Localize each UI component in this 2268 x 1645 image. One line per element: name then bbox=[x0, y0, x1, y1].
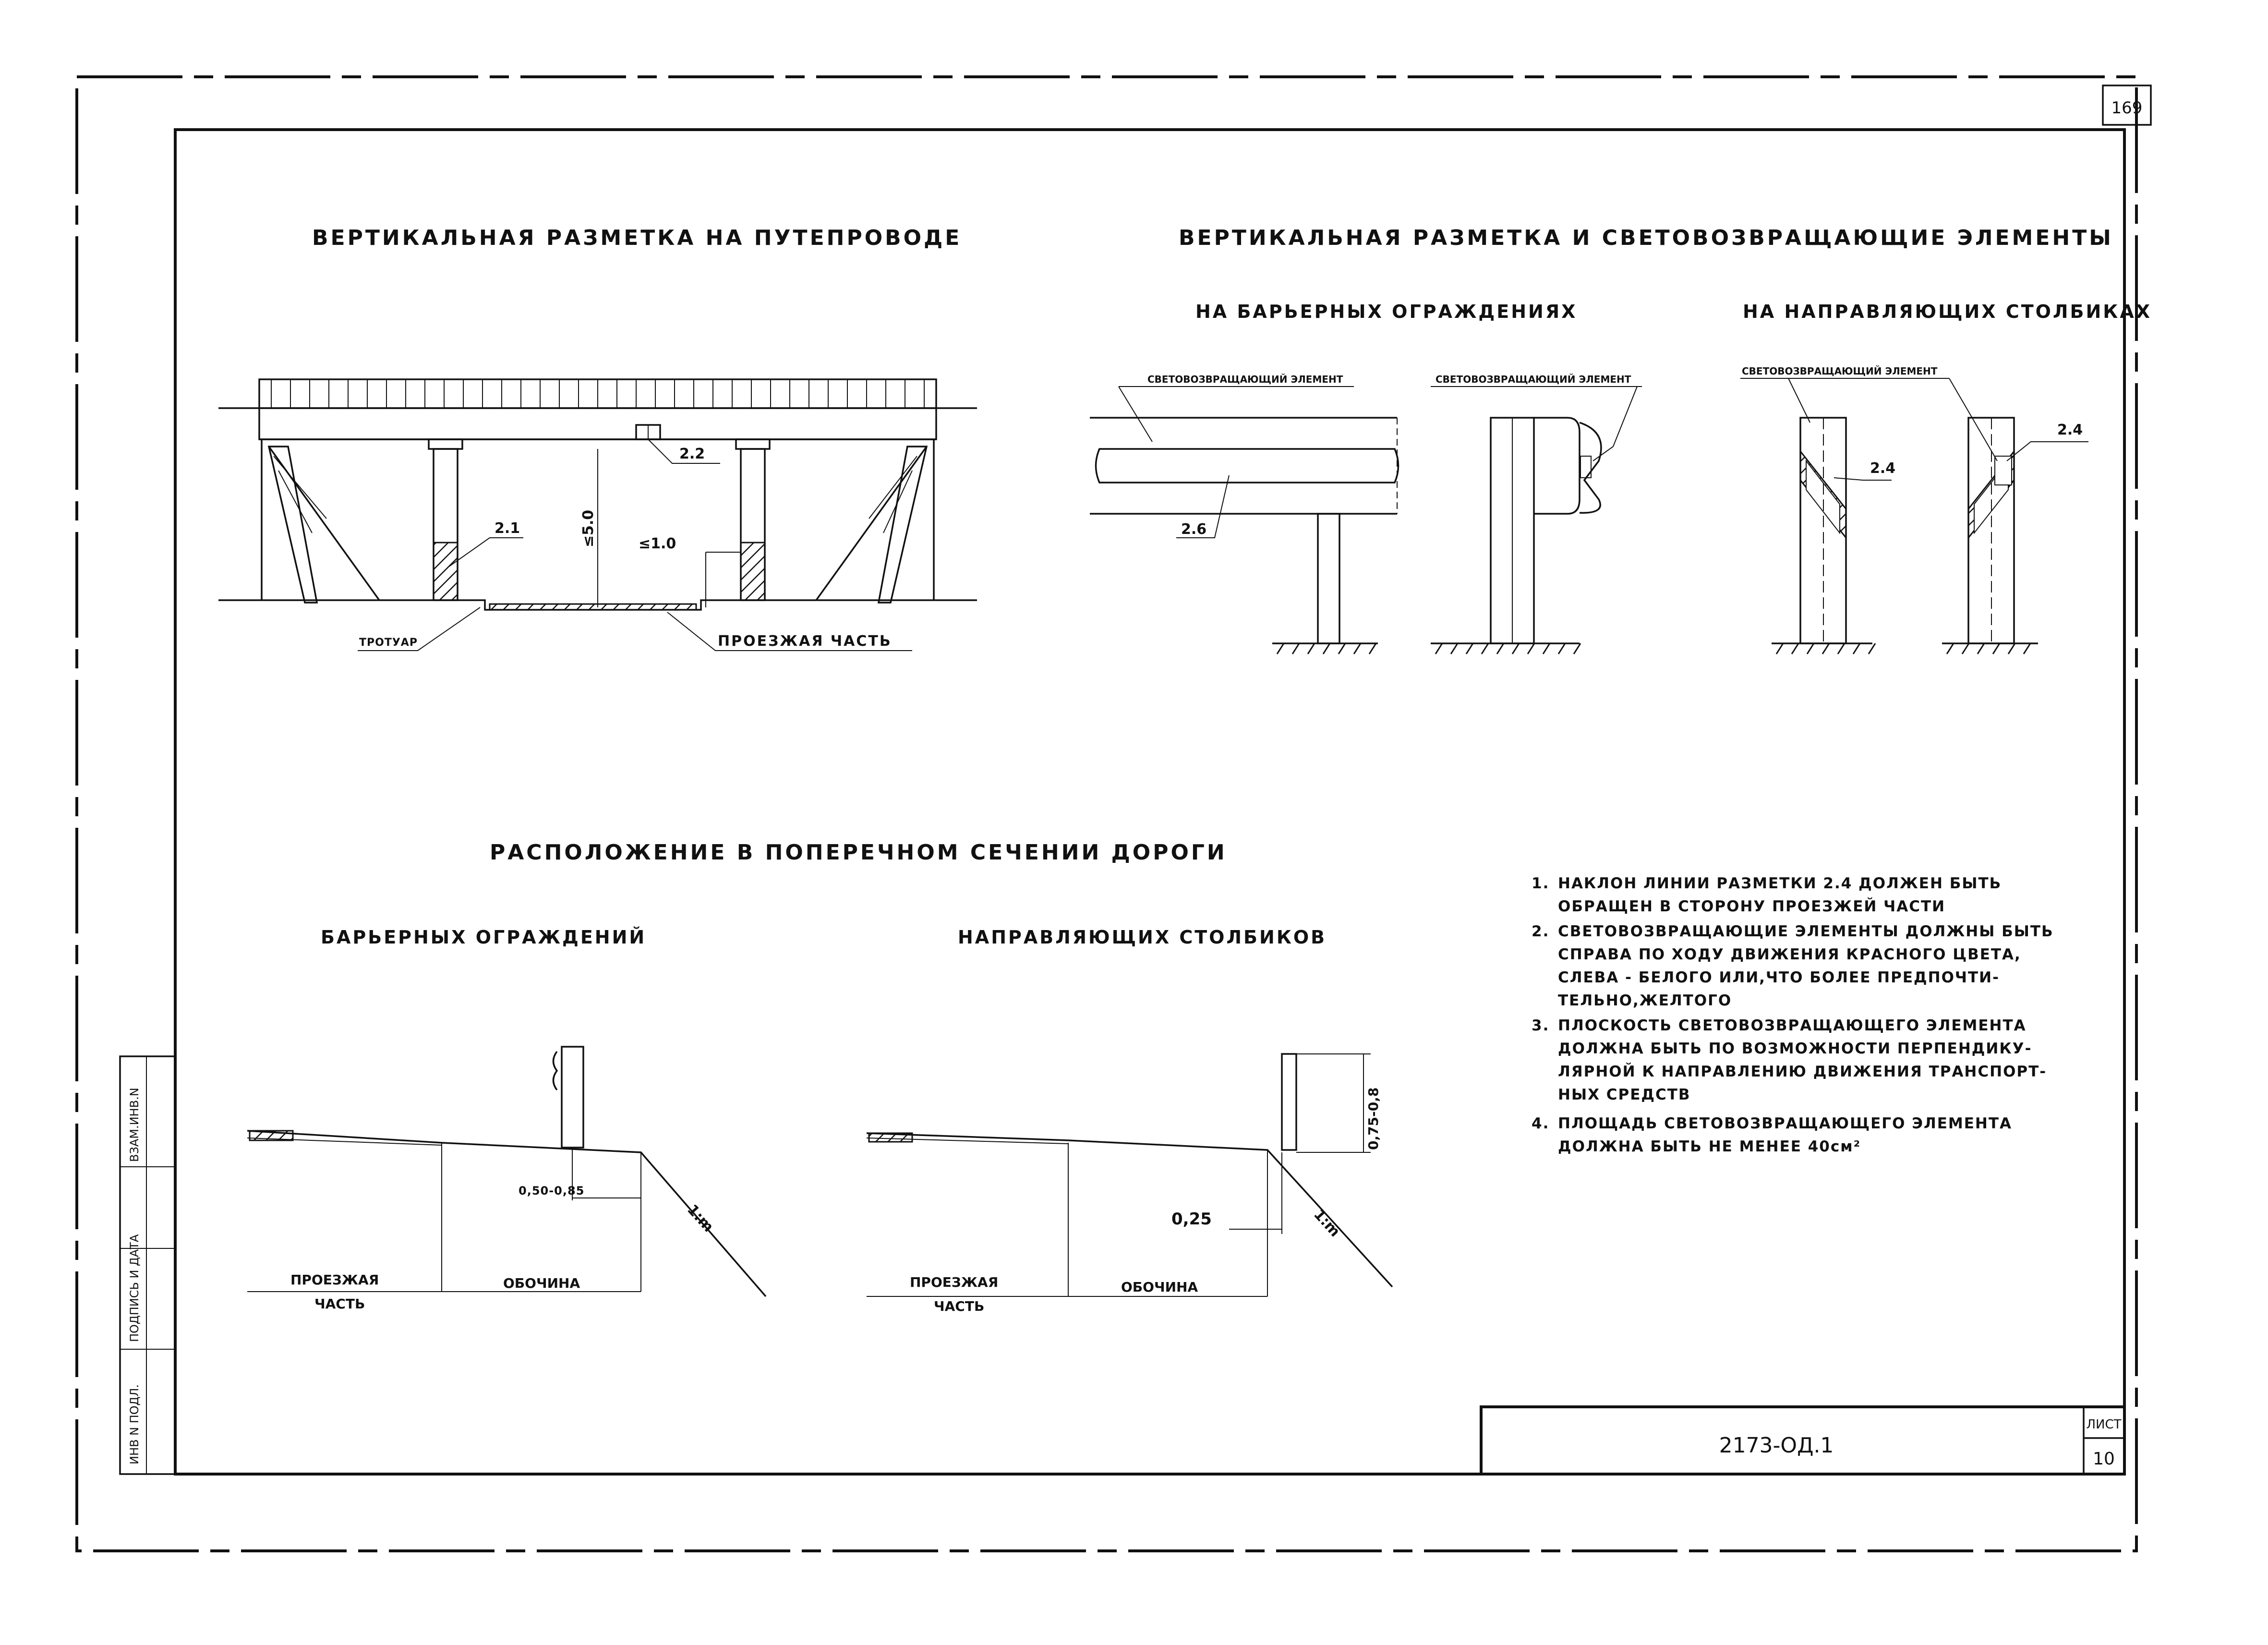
ground-hatch bbox=[1291, 643, 1300, 654]
heading-cross-section: РАСПОЛОЖЕНИЕ В ПОПЕРЕЧНОМ СЕЧЕНИИ ДОРОГИ bbox=[490, 840, 1227, 865]
ground-hatch bbox=[1435, 643, 1443, 654]
sheet-number: 10 bbox=[2093, 1449, 2115, 1469]
ground-hatch bbox=[1822, 643, 1830, 654]
note-3-line-4: НЫХ СРЕДСТВ bbox=[1558, 1086, 1691, 1103]
heading-barrier-fences: БАРЬЕРНЫХ ОГРАЖДЕНИЙ bbox=[321, 927, 646, 948]
ground-hatch bbox=[2007, 643, 2016, 654]
ground-hatch bbox=[1977, 643, 1985, 654]
drawing-code: 2173-ОД.1 bbox=[1719, 1433, 1834, 1458]
section-barrier: 0,50-0,85 1:m ПРОЕЗЖАЯ ЧАСТЬ ОБОЧИНА bbox=[247, 1046, 767, 1312]
guide-post-2: 2.4 bbox=[1942, 417, 2088, 654]
barrier-side-view: СВЕТОВОЗВРАЩАЮЩИЙ ЭЛЕМЕНТ bbox=[1431, 374, 1642, 654]
label-carriageway-2b: ЧАСТЬ bbox=[934, 1298, 984, 1314]
heading-on-posts: НА НАПРАВЛЯЮЩИХ СТОЛБИКАХ bbox=[1743, 301, 2152, 322]
ground-hatch bbox=[1496, 643, 1505, 654]
title-block: 2173-ОД.1 ЛИСТ 10 bbox=[1480, 1405, 2126, 1476]
note-1-num: 1. bbox=[1532, 875, 1549, 892]
ground-hatch bbox=[1992, 643, 2001, 654]
note-3-num: 3. bbox=[1532, 1017, 1549, 1034]
label-dim-post-offset: 0,25 bbox=[1171, 1210, 1212, 1229]
ground-hatch bbox=[1481, 643, 1489, 654]
page-number: 169 bbox=[2111, 98, 2143, 118]
note-2-line-1: СВЕТОВОЗВРАЩАЮЩИЕ ЭЛЕМЕНТЫ ДОЛЖНЫ БЫТЬ bbox=[1558, 923, 2054, 940]
note-2-line-3: СЛЕВА - БЕЛОГО ИЛИ,ЧТО БОЛЕЕ ПРЕДПОЧТИ- bbox=[1558, 969, 2000, 986]
label-reflective-element-2: СВЕТОВОЗВРАЩАЮЩИЙ ЭЛЕМЕНТ bbox=[1436, 374, 1631, 385]
note-3-line-1: ПЛОСКОСТЬ СВЕТОВОЗВРАЩАЮЩЕГО ЭЛЕМЕНТА bbox=[1558, 1017, 2027, 1034]
ground-hatch bbox=[1322, 643, 1331, 654]
heading-reflective: ВЕРТИКАЛЬНАЯ РАЗМЕТКА И СВЕТОВОЗВРАЩАЮЩИ… bbox=[1179, 226, 2113, 250]
ground-hatch bbox=[1573, 643, 1581, 654]
overpass-drawing: 2.2 2.1 ≤5.0 ≤1.0 ТРОТУАР ПРОЕЗЖАЯ ЧАСТЬ bbox=[218, 378, 977, 651]
note-2-num: 2. bbox=[1532, 923, 1549, 940]
ground-hatch bbox=[1353, 643, 1362, 654]
note-3-line-3: ЛЯРНОЙ К НАПРАВЛЕНИЮ ДВИЖЕНИЯ ТРАНСПОРТ- bbox=[1558, 1063, 2047, 1080]
label-carriageway-1b: ЧАСТЬ bbox=[314, 1296, 365, 1312]
note-4-line-1: ПЛОЩАДЬ СВЕТОВОЗВРАЩАЮЩЕГО ЭЛЕМЕНТА bbox=[1558, 1115, 2012, 1132]
note-1-line-2: ОБРАЩЕН В СТОРОНУ ПРОЕЗЖЕЙ ЧАСТИ bbox=[1558, 898, 1945, 915]
side-stamp: ИНВ N ПОДЛ. ПОДПИСЬ И ДАТА ВЗАМ.ИНВ.N bbox=[119, 1055, 176, 1475]
label-height-5: ≤5.0 bbox=[580, 510, 597, 547]
outer-frame bbox=[75, 75, 2138, 1552]
ground-hatch bbox=[1368, 643, 1377, 654]
label-shoulder-2: ОБОЧИНА bbox=[1121, 1279, 1198, 1295]
label-height-1: ≤1.0 bbox=[639, 535, 676, 552]
sheet-label: ЛИСТ bbox=[2086, 1417, 2121, 1432]
ground-hatch bbox=[1465, 643, 1474, 654]
heading-on-barriers: НА БАРЬЕРНЫХ ОГРАЖДЕНИЯХ bbox=[1195, 301, 1577, 322]
label-reflective-element-1: СВЕТОВОЗВРАЩАЮЩИЙ ЭЛЕМЕНТ bbox=[1147, 374, 1343, 385]
label-carriageway-1a: ПРОЕЗЖАЯ bbox=[290, 1272, 379, 1288]
stamp-signature-date: ПОДПИСЬ И ДАТА bbox=[128, 1234, 141, 1342]
guide-post-1: 2.4 bbox=[1772, 417, 1895, 654]
ground-hatch bbox=[1527, 643, 1535, 654]
ground-hatch bbox=[1511, 643, 1520, 654]
note-1-line-1: НАКЛОН ЛИНИИ РАЗМЕТКИ 2.4 ДОЛЖЕН БЫТЬ bbox=[1558, 875, 2002, 892]
label-2-2: 2.2 bbox=[679, 446, 705, 462]
stamp-replaced-inv: ВЗАМ.ИНВ.N bbox=[128, 1088, 141, 1162]
ground-hatch bbox=[1806, 643, 1815, 654]
heading-guide-posts: НАПРАВЛЯЮЩИХ СТОЛБИКОВ bbox=[958, 927, 1327, 948]
label-sidewalk: ТРОТУАР bbox=[359, 637, 418, 649]
ground-hatch bbox=[1961, 643, 1970, 654]
label-reflective-element-3: СВЕТОВОЗВРАЩАЮЩИЙ ЭЛЕМЕНТ bbox=[1742, 365, 1938, 377]
ground-hatch bbox=[1791, 643, 1799, 654]
ground-hatch bbox=[1868, 643, 1876, 654]
ground-hatch bbox=[1307, 643, 1315, 654]
note-3-line-2: ДОЛЖНА БЫТЬ ПО ВОЗМОЖНОСТИ ПЕРПЕНДИКУ- bbox=[1558, 1040, 2032, 1057]
ground-hatch bbox=[1450, 643, 1459, 654]
ground-hatch bbox=[1276, 643, 1285, 654]
ground-hatch bbox=[1542, 643, 1551, 654]
note-2-line-2: СПРАВА ПО ХОДУ ДВИЖЕНИЯ КРАСНОГО ЦВЕТА, bbox=[1558, 946, 2021, 963]
label-carriageway: ПРОЕЗЖАЯ ЧАСТЬ bbox=[718, 633, 892, 650]
label-carriageway-2a: ПРОЕЗЖАЯ bbox=[910, 1274, 998, 1290]
label-2-1: 2.1 bbox=[495, 520, 520, 537]
label-dim-barrier: 0,50-0,85 bbox=[519, 1184, 584, 1197]
ground-hatch bbox=[1775, 643, 1784, 654]
label-slope-2: 1:m bbox=[1310, 1206, 1343, 1240]
note-4-line-2: ДОЛЖНА БЫТЬ НЕ МЕНЕЕ 40см² bbox=[1558, 1138, 1861, 1155]
notes: 1. НАКЛОН ЛИНИИ РАЗМЕТКИ 2.4 ДОЛЖЕН БЫТЬ… bbox=[1532, 875, 2054, 1155]
inner-frame bbox=[174, 128, 2126, 1476]
ground-hatch bbox=[1338, 643, 1346, 654]
label-2-6: 2.6 bbox=[1181, 521, 1206, 538]
ground-hatch bbox=[1557, 643, 1566, 654]
page-number-box: 169 bbox=[2102, 85, 2152, 126]
label-2-4-b: 2.4 bbox=[2057, 422, 2083, 438]
label-shoulder-1: ОБОЧИНА bbox=[503, 1275, 580, 1291]
note-2-line-4: ТЕЛЬНО,ЖЕЛТОГО bbox=[1558, 992, 1732, 1009]
label-dim-post-height: 0,75-0,8 bbox=[1365, 1088, 1381, 1150]
ground-hatch bbox=[1946, 643, 1954, 654]
ground-hatch bbox=[2023, 643, 2031, 654]
ground-hatch bbox=[1852, 643, 1861, 654]
barrier-rail-drawing: СВЕТОВОЗВРАЩАЮЩИЙ ЭЛЕМЕНТ 2.6 bbox=[1090, 374, 1399, 654]
heading-overpass: ВЕРТИКАЛЬНАЯ РАЗМЕТКА НА ПУТЕПРОВОДЕ bbox=[312, 226, 962, 250]
stamp-inv-original: ИНВ N ПОДЛ. bbox=[128, 1384, 141, 1464]
posts-leader: СВЕТОВОЗВРАЩАЮЩИЙ ЭЛЕМЕНТ bbox=[1740, 365, 1998, 461]
label-2-4-a: 2.4 bbox=[1870, 460, 1895, 477]
section-post: 0,75-0,8 0,25 1:m ПРОЕЗЖАЯ ЧАСТЬ ОБОЧИНА bbox=[866, 1053, 1393, 1314]
ground-hatch bbox=[1837, 643, 1846, 654]
note-4-num: 4. bbox=[1532, 1115, 1549, 1132]
